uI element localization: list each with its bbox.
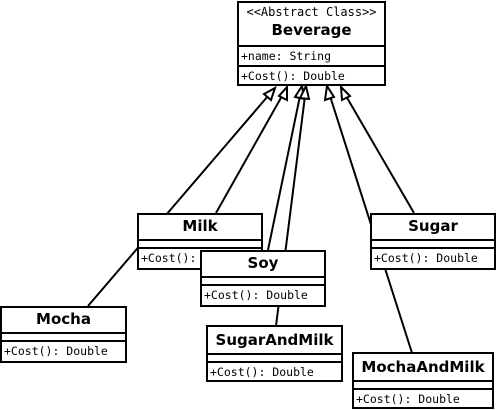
class-header: <<Abstract Class>> Beverage [239,3,384,47]
attributes-section [202,278,324,286]
attributes-section [139,241,261,249]
class-beverage[interactable]: <<Abstract Class>> Beverage +name: Strin… [237,1,386,86]
generalization-arrowhead [323,83,336,102]
class-name: SugarAndMilk [215,331,334,349]
generalization-arrowhead [277,84,288,102]
class-soy[interactable]: Soy +Cost(): Double [200,250,326,307]
generalization-arrowhead [339,84,352,102]
attributes-section [208,355,341,363]
edge-soy-beverage [267,95,301,251]
class-name: Beverage [271,21,352,39]
edge-mocha-beverage [87,95,269,307]
class-mocha[interactable]: Mocha +Cost(): Double [0,306,127,363]
operation-cost: +Cost(): Double [374,251,478,265]
operation-cost: +Cost(): Double [356,392,460,406]
generalization-arrowhead [262,85,277,102]
class-header: Mocha [2,308,125,334]
edge-sugar-beverage [345,95,415,214]
operation-cost: +Cost(): Double [241,69,345,83]
edge-milk-beverage [215,95,283,214]
class-sugarandmilk[interactable]: SugarAndMilk +Cost(): Double [206,325,343,382]
attribute-name: +name: String [239,47,384,67]
class-header: Sugar [372,215,494,241]
operation-cost: +Cost(): Double [4,344,108,358]
attributes-section [2,334,125,342]
class-name: Soy [247,254,279,272]
class-name: MochaAndMilk [361,358,485,376]
class-header: Soy [202,252,324,278]
class-name: Mocha [36,310,91,328]
attributes-section [372,241,494,249]
class-header: SugarAndMilk [208,327,341,355]
generalization-arrowhead [298,83,311,101]
class-mochaandmilk[interactable]: MochaAndMilk +Cost(): Double [352,352,494,409]
operation-cost: +Cost(): Double [204,288,308,302]
attributes-section [354,382,492,390]
class-name: Milk [182,217,218,235]
operation-cost: +Cost(): Double [210,365,314,379]
class-name: Sugar [408,217,458,235]
class-header: Milk [139,215,261,241]
class-sugar[interactable]: Sugar +Cost(): Double [370,213,496,270]
class-header: MochaAndMilk [354,354,492,382]
stereotype-label: <<Abstract Class>> [246,5,377,19]
